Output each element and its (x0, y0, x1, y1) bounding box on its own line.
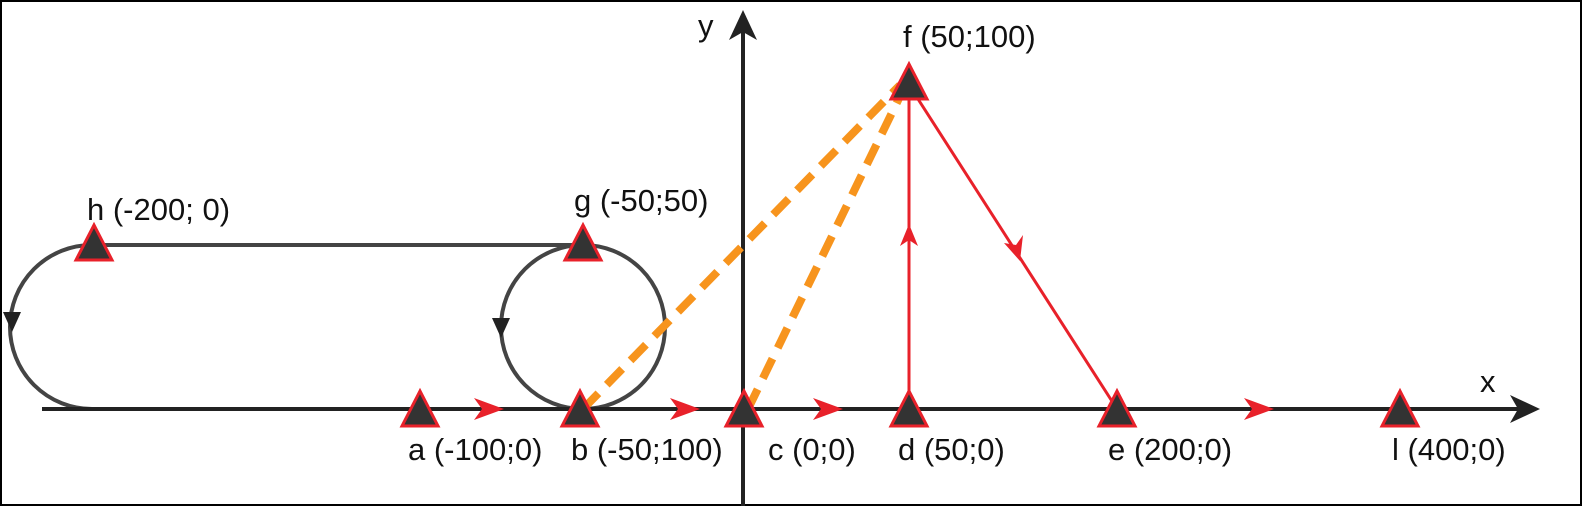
down-arrow-icon (1004, 235, 1023, 261)
inner-loop-path (499, 243, 667, 412)
x-direction-arrow-icon (813, 398, 843, 420)
x-direction-arrow-icon (1244, 398, 1274, 420)
x-axis-arrow-icon (1510, 395, 1540, 423)
point-label-e: e (200;0) (1108, 432, 1232, 467)
point-markers (73, 60, 1421, 428)
point-marker-g-icon (562, 221, 604, 262)
up-arrow-icon (900, 224, 918, 246)
point-label-l: l (400;0) (1392, 432, 1506, 467)
point-marker-a-icon (399, 387, 441, 428)
x-direction-arrow-icon (474, 398, 504, 420)
point-marker-e-icon (1096, 387, 1138, 428)
point-label-b: b (-50;100) (571, 432, 723, 467)
dashed-b-to-f (580, 82, 903, 412)
x-axis-label: x (1480, 364, 1496, 399)
point-label-f: f (50;100) (903, 19, 1036, 54)
inner-loop-arrow-icon (492, 318, 510, 338)
point-marker-d-icon (888, 387, 930, 428)
point-label-a: a (-100;0) (408, 432, 542, 467)
point-label-d: d (50;0) (898, 432, 1005, 467)
point-marker-f-icon (888, 60, 930, 101)
point-marker-c-icon (723, 387, 765, 428)
y-axis-label: y (698, 8, 714, 43)
point-label-g: g (-50;50) (574, 183, 708, 218)
point-label-h: h (-200; 0) (87, 192, 230, 227)
point-label-c: c (0;0) (768, 432, 856, 467)
x-direction-arrow-icon (670, 398, 700, 420)
outer-loop-arrow-icon (3, 312, 21, 332)
y-axis-arrow-icon (729, 10, 757, 40)
point-marker-b-icon (559, 387, 601, 428)
point-marker-l-icon (1379, 387, 1421, 428)
point-marker-h-icon (73, 221, 115, 262)
dashed-c-to-f (744, 86, 908, 411)
